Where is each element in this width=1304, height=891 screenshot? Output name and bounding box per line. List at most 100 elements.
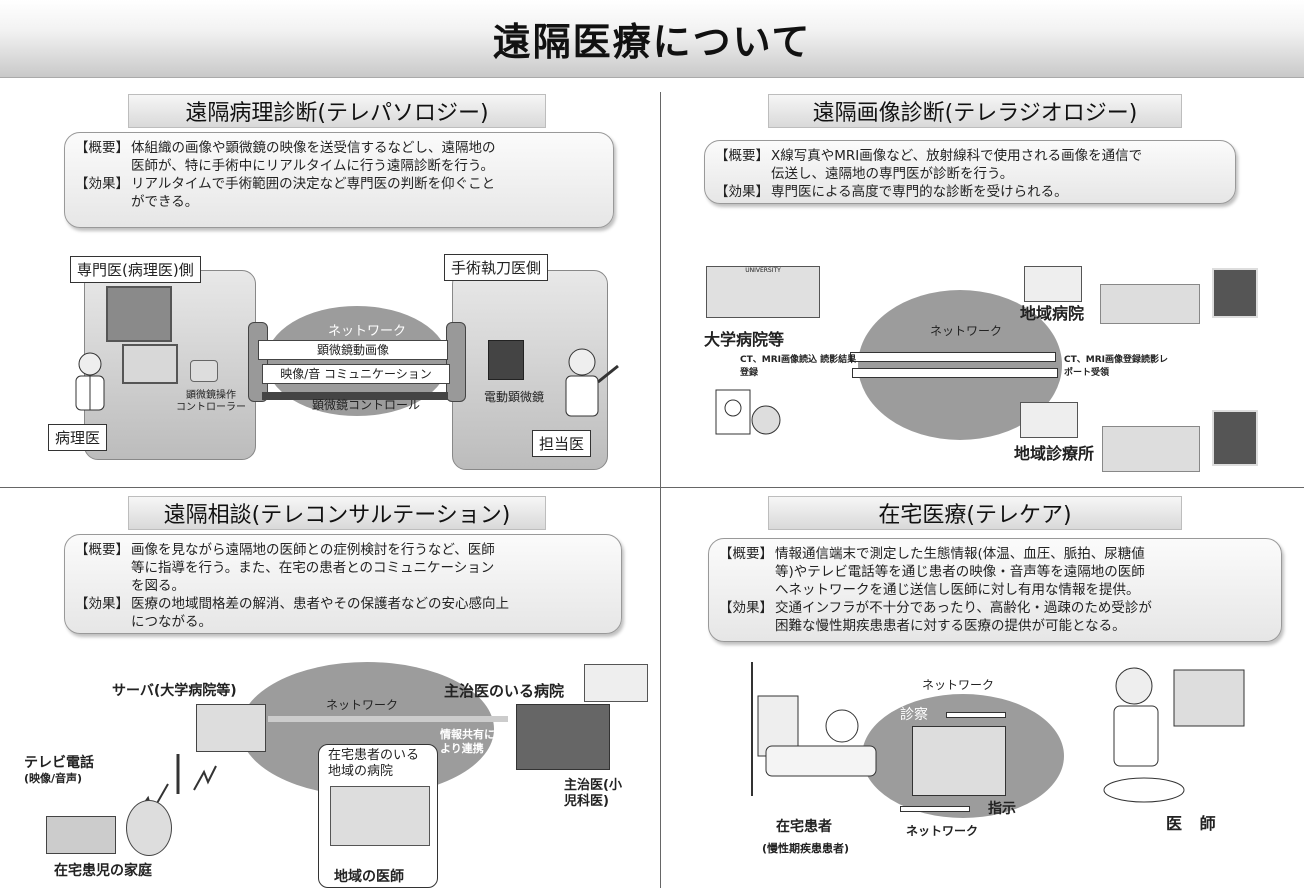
q2-overview-line: 伝送し、遠隔地の専門医が診断を行う。 <box>771 166 1014 182</box>
home-patient-bed-icon <box>751 662 877 796</box>
server-computer-icon <box>196 704 266 752</box>
q4-network-top: ネットワーク <box>922 678 995 692</box>
q2-overview-line: X線写真やMRI画像など、放射線科で使用される画像を通信で <box>771 148 1143 164</box>
q3-network-line <box>268 716 508 722</box>
q3-heading: 遠隔相談(テレコンサルテーション) <box>128 496 546 530</box>
tv-phone-sub: (映像/音声) <box>24 772 83 785</box>
q3-summary: 【概要】 画像を見ながら遠隔地の医師との症例検討を行うなど、医師等に指導を行う。… <box>64 534 622 634</box>
q1-left-pipe <box>248 322 268 402</box>
q1-network-label: ネットワーク <box>328 324 407 339</box>
xray-patient-icon <box>715 389 781 435</box>
exam-arrow <box>946 712 1006 718</box>
exam-label: 診察 <box>900 707 928 723</box>
instruct-label: 指示 <box>988 801 1016 817</box>
pathologist-label: 病理医 <box>48 424 108 451</box>
q1-effect-line: リアルタイムで手術範囲の決定など専門医の判断を仰ぐこと <box>131 176 496 192</box>
regional-clinic-label: 地域診療所 <box>1014 444 1095 463</box>
university-building-icon: UNIVERSITY <box>706 266 820 318</box>
university-sign: UNIVERSITY <box>745 267 781 274</box>
child-icon <box>126 800 172 856</box>
microscope-icon <box>488 340 524 380</box>
q1-heading: 遠隔病理診断(テレパソロジー) <box>128 94 546 128</box>
q2-arrow-right <box>852 368 1058 378</box>
q2-network-label: ネットワーク <box>930 324 1003 338</box>
q1-overview-line: 医師が、特に手術中にリアルタイムに行う遠隔診断を行う。 <box>131 158 495 174</box>
vertical-divider <box>660 92 661 888</box>
q3-overview-line: 等に指導を行う。また、在宅の患者とのコミュニケーション <box>131 560 495 576</box>
doctor-label: 医 師 <box>1166 814 1222 833</box>
globe-terminals-icon <box>912 726 1006 796</box>
local-hospital-label: 在宅患者のいる 地域の病院 <box>328 748 420 779</box>
q4-overview-line: へネットワークを通じ送信し医師に対し有用な情報を提供。 <box>775 582 1140 598</box>
main-hospital-icon <box>584 664 648 702</box>
regional-hospital-doctors-icon <box>1100 284 1200 324</box>
instruct-arrow <box>900 806 970 812</box>
q2-arrow-left <box>850 352 1056 362</box>
q3-overview-line: を図る。 <box>131 578 185 594</box>
main-hospital-photo <box>516 704 610 770</box>
q3-effect-line: につながる。 <box>131 614 212 630</box>
q2-effect-line: 専門医による高度で専門的な診断を受けられる。 <box>771 184 1068 200</box>
q4-heading: 在宅医療(テレケア) <box>768 496 1182 530</box>
doctor-at-computer-icon <box>1103 667 1245 803</box>
q2-effect-tag: 【効果】 <box>715 184 769 200</box>
q4-network-bottom: ネットワーク <box>906 824 979 838</box>
q1-arrow-communication: 映像/音 コミュニケーション <box>262 364 450 384</box>
attending-doctor-icon <box>565 348 619 417</box>
regional-hospital-label: 地域病院 <box>1020 304 1085 323</box>
q1-arrow-control-bar <box>262 392 448 400</box>
home-label: 在宅患児の家庭 <box>54 863 152 879</box>
q4-effect-tag: 【効果】 <box>719 600 773 616</box>
attending-label: 担当医 <box>532 430 592 457</box>
controller-icon <box>190 360 218 382</box>
page-title: 遠隔医療について <box>492 20 812 64</box>
home-house-icon <box>46 816 116 854</box>
q3-overview-tag: 【概要】 <box>75 542 129 558</box>
patient-sub-label: (慢性期疾患患者) <box>762 842 850 855</box>
q1-specialist-label: 専門医(病理医)側 <box>70 256 201 283</box>
q1-surgeon-label: 手術執刀医側 <box>444 254 549 281</box>
regional-clinic-doctors-icon <box>1102 426 1200 472</box>
q4-summary: 【概要】 情報通信端末で測定した生態情報(体温、血圧、脈拍、尿糖値等)やテレビ電… <box>708 538 1282 642</box>
controller-label: 顕微鏡操作 コントローラー <box>176 390 246 413</box>
q3-effect-line: 医療の地域間格差の解消、患者やその保護者などの安心感向上 <box>131 596 509 612</box>
q4-overview-line: 情報通信端末で測定した生態情報(体温、血圧、脈拍、尿糖値 <box>775 546 1145 562</box>
q3-overview-line: 画像を見ながら遠隔地の医師との症例検討を行うなど、医師 <box>131 542 495 558</box>
q2-right-arrow-label: CT、MRI画像登録読影レポート受領 <box>1064 355 1168 378</box>
ct-images-1 <box>1212 268 1258 318</box>
q4-effect-line: 困難な慢性期疾患患者に対する医療の提供が可能となる。 <box>775 618 1126 634</box>
main-doctor-label: 主治医(小 児科医) <box>564 778 622 809</box>
main-hospital-label: 主治医のいる病院 <box>444 682 565 700</box>
patient-label: 在宅患者 <box>776 819 832 835</box>
local-doctor-label: 地域の医師 <box>334 869 404 885</box>
regional-clinic-icon <box>1020 402 1078 438</box>
q1-arrow-control: 顕微鏡コントロール <box>312 398 421 412</box>
q1-summary: 【概要】 体組織の画像や顕微鏡の映像を送受信するなどし、遠隔地の医師が、特に手術… <box>64 132 614 228</box>
q1-right-pipe <box>446 322 466 402</box>
q3-network-label: ネットワーク <box>326 698 399 712</box>
q1-overview-tag: 【概要】 <box>75 140 129 156</box>
info-share-label: 情報共有に より連携 <box>440 728 495 755</box>
q2-summary: 【概要】 X線写真やMRI画像など、放射線科で使用される画像を通信で伝送し、遠隔… <box>704 140 1236 204</box>
q3-effect-tag: 【効果】 <box>75 596 129 612</box>
tv-phone-label: テレビ電話 <box>24 755 94 771</box>
laptop-doctor-icon <box>330 786 430 846</box>
q2-heading: 遠隔画像診断(テレラジオロジー) <box>768 94 1182 128</box>
q2-overview-tag: 【概要】 <box>715 148 769 164</box>
q1-arrow-image: 顕微鏡動画像 <box>258 340 448 360</box>
server-label: サーバ(大学病院等) <box>112 683 237 699</box>
microscope-image-screen <box>106 286 172 342</box>
q4-effect-line: 交通インフラが不十分であったり、高齢化・過疎のため受診が <box>775 600 1152 616</box>
univ-label: 大学病院等 <box>704 330 785 349</box>
q1-effect-line: ができる。 <box>131 194 199 210</box>
q4-overview-line: 等)やテレビ電話等を通じ患者の映像・音声等を遠隔地の医師 <box>775 564 1145 580</box>
q1-effect-tag: 【効果】 <box>75 176 129 192</box>
q1-overview-line: 体組織の画像や顕微鏡の映像を送受信するなどし、遠隔地の <box>131 140 496 156</box>
monitor-icon <box>122 344 178 384</box>
scope-label: 電動顕微鏡 <box>484 390 545 404</box>
horizontal-divider <box>0 487 1304 488</box>
q2-left-arrow-label: CT、MRI画像読込 読影結果登録 <box>740 355 857 378</box>
q4-overview-tag: 【概要】 <box>719 546 773 562</box>
regional-hospital-icon <box>1024 266 1082 302</box>
ct-images-2 <box>1212 410 1258 466</box>
